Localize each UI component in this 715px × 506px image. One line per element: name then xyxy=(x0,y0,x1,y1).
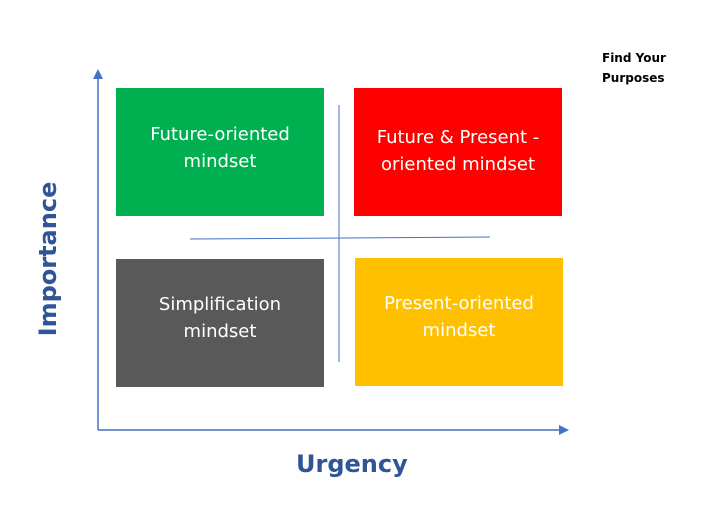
quadrant-future-oriented: Future-oriented mindset xyxy=(116,88,324,216)
quadrant-label: Future-oriented mindset xyxy=(150,124,290,172)
x-axis-label: Urgency xyxy=(296,450,408,478)
quadrant-present-oriented: Present-oriented mindset xyxy=(355,258,563,386)
quadrant-simplification: Simplification mindset xyxy=(116,259,324,387)
horizontal-divider xyxy=(189,236,491,240)
corner-title: Find Your Purposes xyxy=(602,51,666,85)
quadrant-future-and-present-oriented: Future & Present - oriented mindset xyxy=(354,88,562,216)
quadrant-label: Present-oriented mindset xyxy=(384,293,534,341)
y-axis-label: Importance xyxy=(34,181,62,337)
quadrant-label: Simplification mindset xyxy=(158,294,282,342)
quadrant-label: Future & Present - oriented mindset xyxy=(376,127,540,175)
